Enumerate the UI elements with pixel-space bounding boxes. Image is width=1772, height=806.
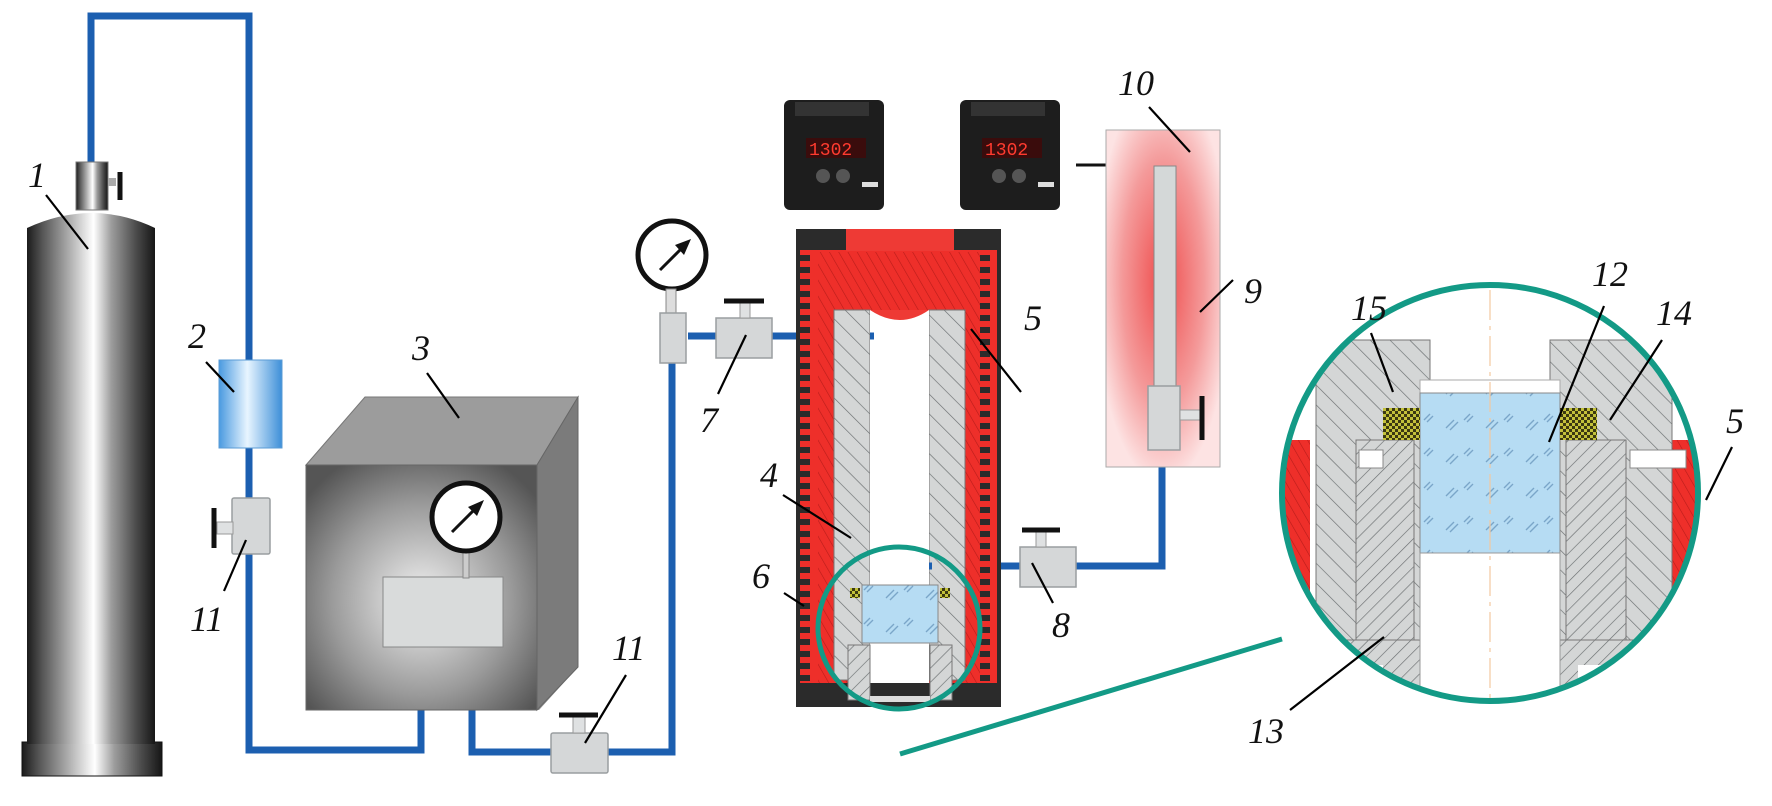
label-10: 10 (1118, 63, 1154, 103)
label-4: 4 (760, 455, 778, 495)
detail-connector (899, 636, 1283, 757)
temperature-controller-2: 1302 (960, 100, 1060, 210)
valve-7 (715, 298, 773, 359)
label-8: 8 (1052, 605, 1070, 645)
label-6: 6 (752, 556, 770, 596)
valve-8 (1019, 527, 1077, 588)
label-7: 7 (700, 400, 720, 440)
filter (218, 359, 283, 449)
autoclave-assembly (796, 229, 1001, 707)
label-14: 14 (1656, 293, 1692, 333)
label-5-detail: 5 (1726, 401, 1744, 441)
oven-10 (1105, 129, 1221, 468)
part-labels: 1 2 3 11 11 7 4 6 5 8 9 10 15 12 14 5 13 (28, 63, 1744, 751)
valve-11-upper (211, 497, 271, 555)
magnified-detail (1279, 282, 1701, 704)
pressure-vessel-box (304, 395, 579, 712)
label-5-main: 5 (1024, 298, 1042, 338)
leader-lines (45, 106, 1733, 744)
label-2: 2 (188, 316, 206, 356)
temperature-controller-1: 1302 (784, 100, 884, 210)
controller-display: 1302 (985, 141, 1028, 161)
gas-cylinder (21, 161, 163, 777)
label-12: 12 (1592, 254, 1628, 294)
label-3: 3 (411, 328, 430, 368)
label-15: 15 (1351, 288, 1387, 328)
label-13: 13 (1248, 711, 1284, 751)
detail-circle-small (815, 544, 983, 712)
label-9: 9 (1244, 271, 1262, 311)
label-11-upper: 11 (190, 599, 223, 639)
pressure-gauge (635, 218, 709, 364)
label-11-lower: 11 (612, 628, 645, 668)
valve-11-lower (550, 712, 609, 774)
controller-display: 1302 (809, 141, 852, 161)
label-1: 1 (28, 155, 46, 195)
